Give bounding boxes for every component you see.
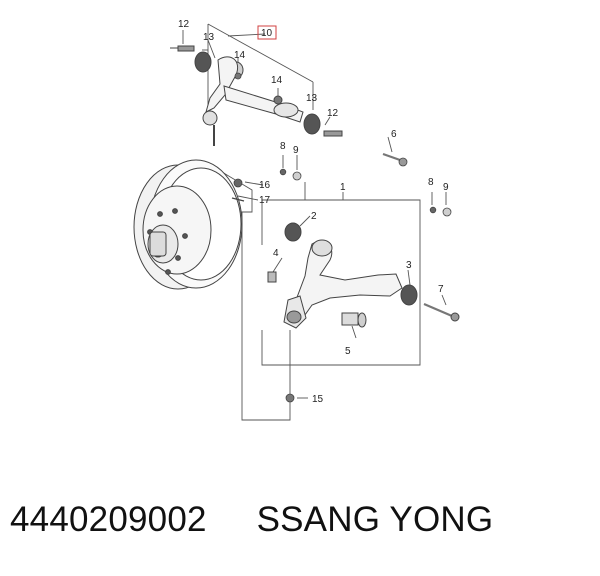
callout-16: 16 bbox=[259, 180, 271, 191]
part-number: 4440209002 bbox=[10, 500, 207, 539]
callout-10-box bbox=[257, 25, 277, 40]
callout-5: 5 bbox=[345, 346, 351, 357]
callout-6: 6 bbox=[391, 129, 397, 140]
callout-3: 3 bbox=[406, 260, 412, 271]
callout-7: 7 bbox=[438, 284, 444, 295]
caption: 4440209002 SSANG YONG bbox=[10, 500, 493, 540]
callout-13-right: 13 bbox=[306, 93, 318, 104]
brake-disc-hub bbox=[133, 159, 243, 290]
callout-1: 1 bbox=[340, 182, 346, 193]
callout-12-top-left: 12 bbox=[178, 19, 190, 30]
callout-12-right: 12 bbox=[327, 108, 339, 119]
callout-4: 4 bbox=[273, 248, 279, 259]
callout-2: 2 bbox=[311, 211, 317, 222]
callout-8-right: 8 bbox=[428, 177, 434, 188]
brand-name: SSANG YONG bbox=[256, 500, 494, 539]
upper-control-arm bbox=[170, 45, 343, 146]
callout-13-top-left: 13 bbox=[203, 32, 215, 43]
callout-10: 10 bbox=[261, 28, 273, 39]
callout-14-top: 14 bbox=[234, 50, 246, 61]
callout-9-upper: 9 bbox=[293, 145, 299, 156]
hardware-nuts-bolts bbox=[231, 72, 452, 403]
leader-lines bbox=[182, 23, 447, 421]
callout-14-mid: 14 bbox=[271, 75, 283, 86]
callout-8-upper: 8 bbox=[280, 141, 286, 152]
callout-17: 17 bbox=[259, 195, 271, 206]
callout-15: 15 bbox=[312, 394, 324, 405]
lower-control-arm bbox=[267, 222, 460, 329]
callout-9-right: 9 bbox=[443, 182, 449, 193]
suspension-exploded-diagram: 12 13 14 10 14 13 12 6 8 9 1 16 17 8 9 2… bbox=[133, 19, 460, 421]
